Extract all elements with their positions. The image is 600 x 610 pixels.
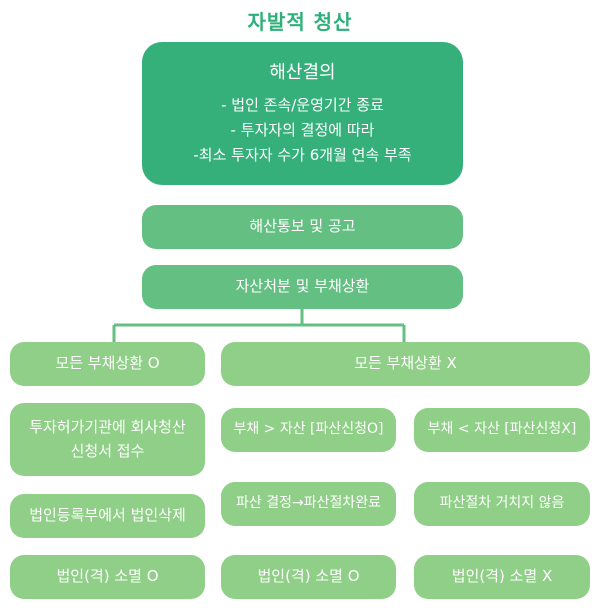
dissolution-reason-1: - 법인 존속/운영기간 종료 — [221, 96, 384, 115]
dissolution-reason-2: - 투자자의 결정에 따라 — [230, 121, 375, 140]
bankruptcy-completed-box: 파산 결정→파산절차완료 — [221, 482, 396, 526]
dissolution-reason-3: -최소 투자자 수가 6개월 연속 부족 — [193, 145, 412, 164]
notice-box: 해산통보 및 공고 — [142, 205, 463, 249]
liquidation-application-line-1: 투자허가기관에 회사청산 — [29, 418, 186, 437]
left-result-box: 법인(격) 소멸 O — [10, 555, 205, 599]
liquidation-application-line-2: 신청서 접수 — [70, 441, 145, 460]
right-a-result-box: 법인(격) 소멸 O — [221, 555, 396, 599]
liquidation-application-box: 투자허가기관에 회사청산 신청서 접수 — [10, 403, 205, 476]
not-all-debts-repaid-box: 모든 부채상환 X — [221, 342, 590, 386]
no-bankruptcy-procedure-box: 파산절차 거치지 않음 — [414, 482, 590, 526]
diagram-title: 자발적 청산 — [247, 10, 353, 34]
bankruptcy-filed-box: 부채 > 자산 [파산신청O] — [221, 408, 396, 452]
registry-deletion-box: 법인등록부에서 법인삭제 — [10, 494, 205, 538]
dissolution-resolution-box: 해산결의 - 법인 존속/운영기간 종료 - 투자자의 결정에 따라 -최소 투… — [142, 42, 463, 185]
all-debts-repaid-box: 모든 부채상환 O — [10, 342, 205, 386]
asset-disposal-box: 자산처분 및 부채상환 — [142, 265, 463, 309]
dissolution-resolution-heading: 해산결의 — [269, 62, 336, 84]
no-bankruptcy-filed-box: 부채 < 자산 [파산신청X] — [414, 408, 590, 452]
right-b-result-box: 법인(격) 소멸 X — [414, 555, 590, 599]
